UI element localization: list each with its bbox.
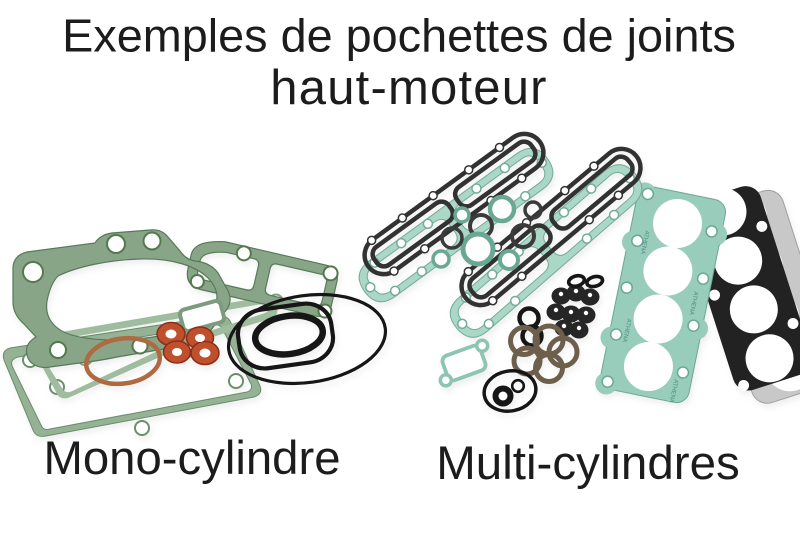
svg-text:Mono-cylindre: Mono-cylindre <box>43 432 340 485</box>
svg-text:haut-moteur: haut-moteur <box>270 61 547 115</box>
svg-text:Multi-cylindres: Multi-cylindres <box>436 437 740 490</box>
svg-text:ATHENA: ATHENA <box>688 291 699 316</box>
svg-text:ATHENA: ATHENA <box>668 379 679 404</box>
svg-text:Exemples de pochettes de joint: Exemples de pochettes de joints <box>62 10 736 62</box>
svg-text:ATHENA: ATHENA <box>621 318 632 343</box>
svg-text:ATHENA: ATHENA <box>639 230 650 255</box>
